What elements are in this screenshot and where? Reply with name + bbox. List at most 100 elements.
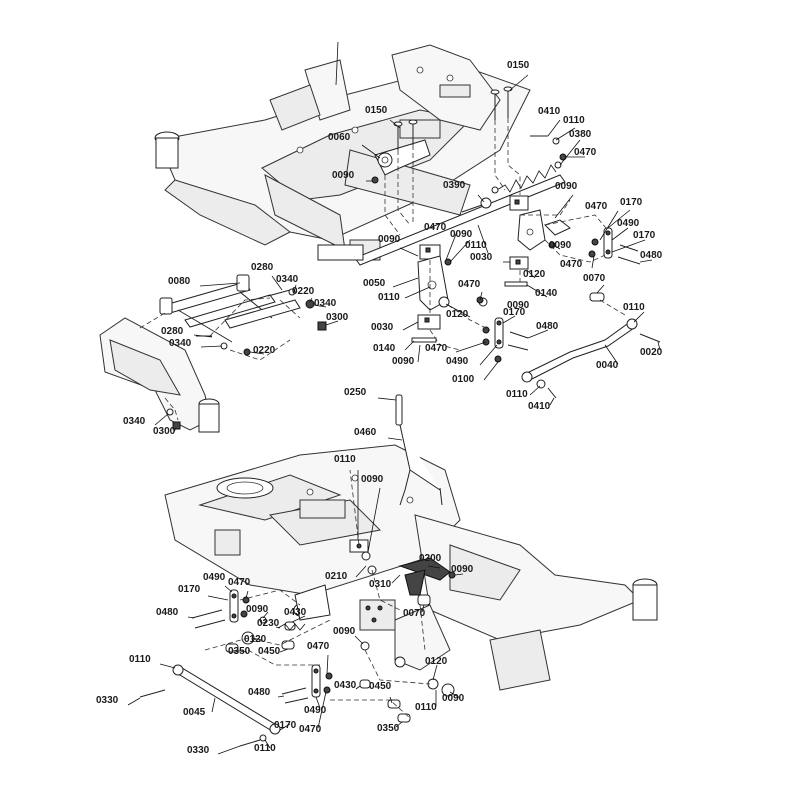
part-callout-0100: 0100 — [452, 374, 475, 385]
part-callout-0430: 0430 — [334, 680, 357, 691]
part-callout-0490: 0490 — [446, 356, 469, 367]
part-callout-0150: 0150 — [365, 105, 388, 116]
spring-0380 — [491, 135, 567, 194]
part-callout-0480: 0480 — [156, 607, 179, 618]
part-callout-0230: 0230 — [257, 618, 280, 629]
part-callout-0490: 0490 — [203, 572, 226, 583]
pins-0150 — [490, 86, 513, 120]
part-callout-0470: 0470 — [307, 641, 330, 652]
part-callout-0220: 0220 — [292, 286, 315, 297]
part-callout-0480: 0480 — [536, 321, 559, 332]
part-callout-0110: 0110 — [254, 743, 276, 754]
part-callout-0470: 0470 — [585, 201, 608, 212]
part-callout-0350: 0350 — [377, 723, 400, 734]
part-callout-0280: 0280 — [251, 262, 274, 273]
part-callout-0140: 0140 — [535, 288, 558, 299]
part-callout-0120: 0120 — [446, 309, 469, 320]
center-brackets — [411, 244, 488, 343]
part-callout-0470: 0470 — [424, 222, 447, 233]
lift-handle-0460 — [395, 394, 443, 506]
part-callout-0090: 0090 — [392, 356, 415, 367]
part-callout-0300: 0300 — [326, 312, 349, 323]
part-callout-0470: 0470 — [458, 279, 481, 290]
part-callout-0080: 0080 — [168, 276, 191, 287]
part-callout-0470: 0470 — [425, 343, 448, 354]
part-callout-0280: 0280 — [161, 326, 184, 337]
part-callout-0170: 0170 — [178, 584, 201, 595]
part-callout-0110: 0110 — [378, 292, 400, 303]
part-callout-0450: 0450 — [369, 681, 392, 692]
part-callout-0350: 0350 — [228, 646, 251, 657]
part-callout-0200: 0200 — [419, 553, 442, 564]
part-callout-0120: 0120 — [425, 656, 448, 667]
lever-plate-0060 — [371, 119, 431, 184]
part-callout-0030: 0030 — [371, 322, 394, 333]
part-callout-0250: 0250 — [344, 387, 367, 398]
part-callout-0490: 0490 — [617, 218, 640, 229]
part-callout-0110: 0110 — [623, 302, 645, 313]
part-callout-0040: 0040 — [596, 360, 619, 371]
part-callout-0090: 0090 — [333, 626, 356, 637]
part-callout-0480: 0480 — [248, 687, 271, 698]
part-callout-0300: 0300 — [153, 426, 176, 437]
part-callout-0090: 0090 — [332, 170, 355, 181]
right-bracket-assembly — [504, 195, 571, 287]
part-callout-0410: 0410 — [528, 401, 551, 412]
part-callout-0340: 0340 — [169, 338, 192, 349]
part-callout-0480: 0480 — [640, 250, 663, 261]
part-callout-0110: 0110 — [334, 454, 356, 465]
assembly-dashed-lines — [139, 118, 626, 719]
part-callout-0470: 0470 — [299, 724, 322, 735]
part-callout-0020: 0020 — [640, 347, 663, 358]
part-callout-0460: 0460 — [354, 427, 377, 438]
part-callout-0060: 0060 — [328, 132, 351, 143]
part-callout-0170: 0170 — [620, 197, 643, 208]
part-callout-0110: 0110 — [563, 115, 585, 126]
part-callout-0340: 0340 — [314, 298, 337, 309]
part-callout-0390: 0390 — [443, 180, 466, 191]
part-callout-0090: 0090 — [378, 234, 401, 245]
part-callout-0410: 0410 — [538, 106, 561, 117]
part-callout-0110: 0110 — [415, 702, 437, 713]
spacer-0070 — [589, 292, 605, 302]
part-callout-0090: 0090 — [507, 300, 530, 311]
part-callout-0150: 0150 — [507, 60, 530, 71]
part-callout-0470: 0470 — [228, 577, 251, 588]
part-callout-0120: 0120 — [244, 634, 267, 645]
part-callout-0110: 0110 — [465, 240, 487, 251]
part-callout-0330: 0330 — [187, 745, 210, 756]
part-callout-0090: 0090 — [450, 229, 473, 240]
part-callout-0170: 0170 — [503, 307, 526, 318]
part-callout-0430: 0430 — [284, 607, 307, 618]
part-callout-0340: 0340 — [123, 416, 146, 427]
part-callout-0140: 0140 — [373, 343, 396, 354]
part-callout-0170: 0170 — [633, 230, 656, 241]
part-callout-0090: 0090 — [549, 240, 572, 251]
part-callout-0090: 0090 — [442, 693, 465, 704]
part-callout-0070: 0070 — [403, 608, 426, 619]
part-callout-0110: 0110 — [506, 389, 528, 400]
part-callout-0220: 0220 — [253, 345, 276, 356]
part-callout-0045: 0045 — [183, 707, 206, 718]
part-callout-0380: 0380 — [569, 129, 592, 140]
part-callout-0170: 0170 — [274, 720, 297, 731]
hook-0390 — [461, 197, 492, 213]
drag-link-0040 — [521, 318, 661, 399]
front-lift-assembly — [99, 274, 327, 433]
lower-chassis-frame — [164, 444, 658, 697]
lower-right-linkage — [281, 641, 439, 723]
part-callout-0490: 0490 — [304, 705, 327, 716]
part-callout-0030: 0030 — [470, 252, 493, 263]
part-callout-0120: 0120 — [523, 269, 546, 280]
upper-chassis-frame — [154, 41, 531, 261]
part-callout-0330: 0330 — [96, 695, 119, 706]
link-plates-0490 — [482, 227, 641, 363]
part-callout-0110: 0110 — [129, 654, 151, 665]
drag-link-0045 — [139, 664, 281, 747]
part-callout-0090: 0090 — [451, 564, 474, 575]
part-callout-0340: 0340 — [276, 274, 299, 285]
part-callout-0070: 0070 — [583, 273, 606, 284]
part-callout-0470: 0470 — [574, 147, 597, 158]
